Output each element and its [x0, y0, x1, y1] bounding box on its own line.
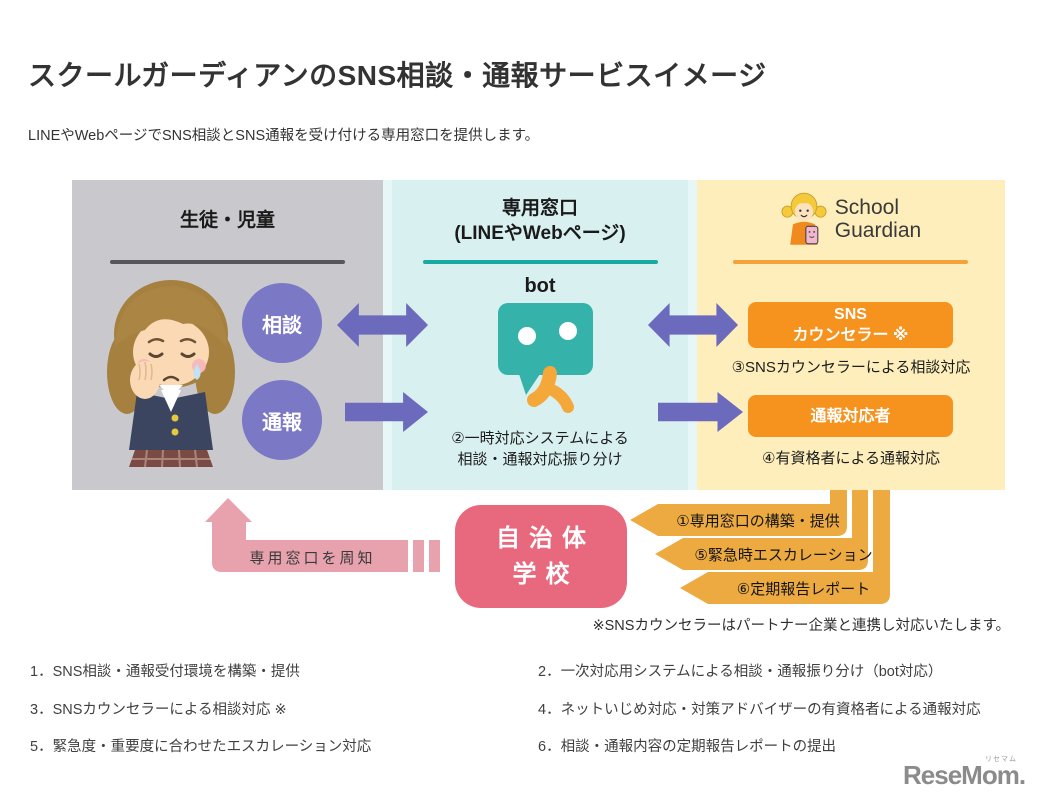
crying-student-illustration — [107, 280, 235, 467]
feature-list-left: 1．SNS相談・通報受付環境を構築・提供 3．SNSカウンセラーによる相談対応 … — [30, 662, 510, 775]
banner-escalation: ⑤緊急時エスカレーション — [694, 547, 873, 564]
feature-item: 2．一次対応用システムによる相談・通報振り分け（bot対応） — [538, 664, 943, 680]
school-guardian-logo: School Guardian — [697, 190, 1005, 248]
feature-list-right: 2．一次対応用システムによる相談・通報振り分け（bot対応） 4．ネットいじめ対… — [538, 662, 1018, 775]
report-handler-box: 通報対応者 — [748, 395, 953, 437]
guardian-logo-text: School Guardian — [835, 196, 921, 242]
municipality-school-box: 自治体 学校 — [455, 505, 627, 608]
service-diagram: 生徒・児童 — [72, 180, 1005, 490]
notify-arrow — [205, 498, 440, 572]
window-heading-line2: (LINEやWebページ) — [454, 223, 626, 244]
report-caption: ④有資格者による通報対応 — [762, 450, 940, 467]
feature-item: 4．ネットいじめ対応・対策アドバイザーの有資格者による通報対応 — [538, 701, 981, 718]
municipality-line1: 自治体 — [496, 524, 595, 552]
feature-item: 1．SNS相談・通報受付環境を構築・提供 — [30, 664, 300, 680]
window-caption: ②一時対応システムによる 相談・通報対応振り分け — [383, 428, 697, 470]
guardian-logo-line1: School — [834, 196, 900, 219]
window-caption-line2: 相談・通報対応振り分け — [457, 451, 623, 468]
sns-box-line2: カウンセラー ※ — [792, 327, 909, 344]
banner-build-provide: ①専用窓口の構築・提供 — [676, 513, 840, 530]
counselor-note: ※SNSカウンセラーはパートナー企業と連携し対応いたします。 — [592, 618, 1010, 634]
bot-icon — [498, 303, 593, 413]
report-circle: 通報 — [242, 380, 322, 460]
window-heading: 専用窓口 (LINEやWebページ) — [383, 196, 697, 246]
feature-item: 3．SNSカウンセラーによる相談対応 ※ — [30, 701, 287, 718]
banner-report: ⑥定期報告レポート — [736, 581, 871, 598]
students-heading: 生徒・児童 — [179, 210, 275, 231]
service-banner-connectors — [630, 490, 890, 604]
feature-item: 5．緊急度・重要度に合わせたエスカレーション対応 — [30, 739, 372, 755]
bot-label: bot — [524, 275, 556, 297]
sns-box-line1: SNS — [834, 306, 867, 323]
guardian-logo-line2: Guardian — [834, 219, 922, 242]
sns-caption: ③SNSカウンセラーによる相談対応 — [731, 359, 971, 376]
notify-arrow-label: 専用窓口を周知 — [249, 550, 376, 567]
page-subtitle: LINEやWebページでSNS相談とSNS通報を受け付ける専用窓口を提供します。 — [28, 128, 540, 144]
window-heading-line1: 専用窓口 — [501, 198, 578, 219]
consult-circle: 相談 — [242, 283, 322, 363]
municipality-line2: 学校 — [512, 560, 579, 588]
resemom-ruby: リセマム — [985, 756, 1017, 763]
guardian-girl-icon — [781, 192, 827, 245]
page-title: スクールガーディアンのSNS相談・通報サービスイメージ — [28, 60, 767, 91]
resemom-logo: リセマム ReseMom. — [903, 756, 1033, 791]
sns-counselor-box: SNS カウンセラー ※ — [748, 302, 953, 348]
window-caption-line1: ②一時対応システムによる — [451, 430, 629, 447]
guardian-underline — [733, 260, 968, 264]
students-underline — [110, 260, 345, 264]
window-underline — [423, 260, 658, 264]
feature-item: 6．相談・通報内容の定期報告レポートの提出 — [538, 739, 837, 755]
resemom-wordmark: ReseMom. — [903, 760, 1026, 790]
